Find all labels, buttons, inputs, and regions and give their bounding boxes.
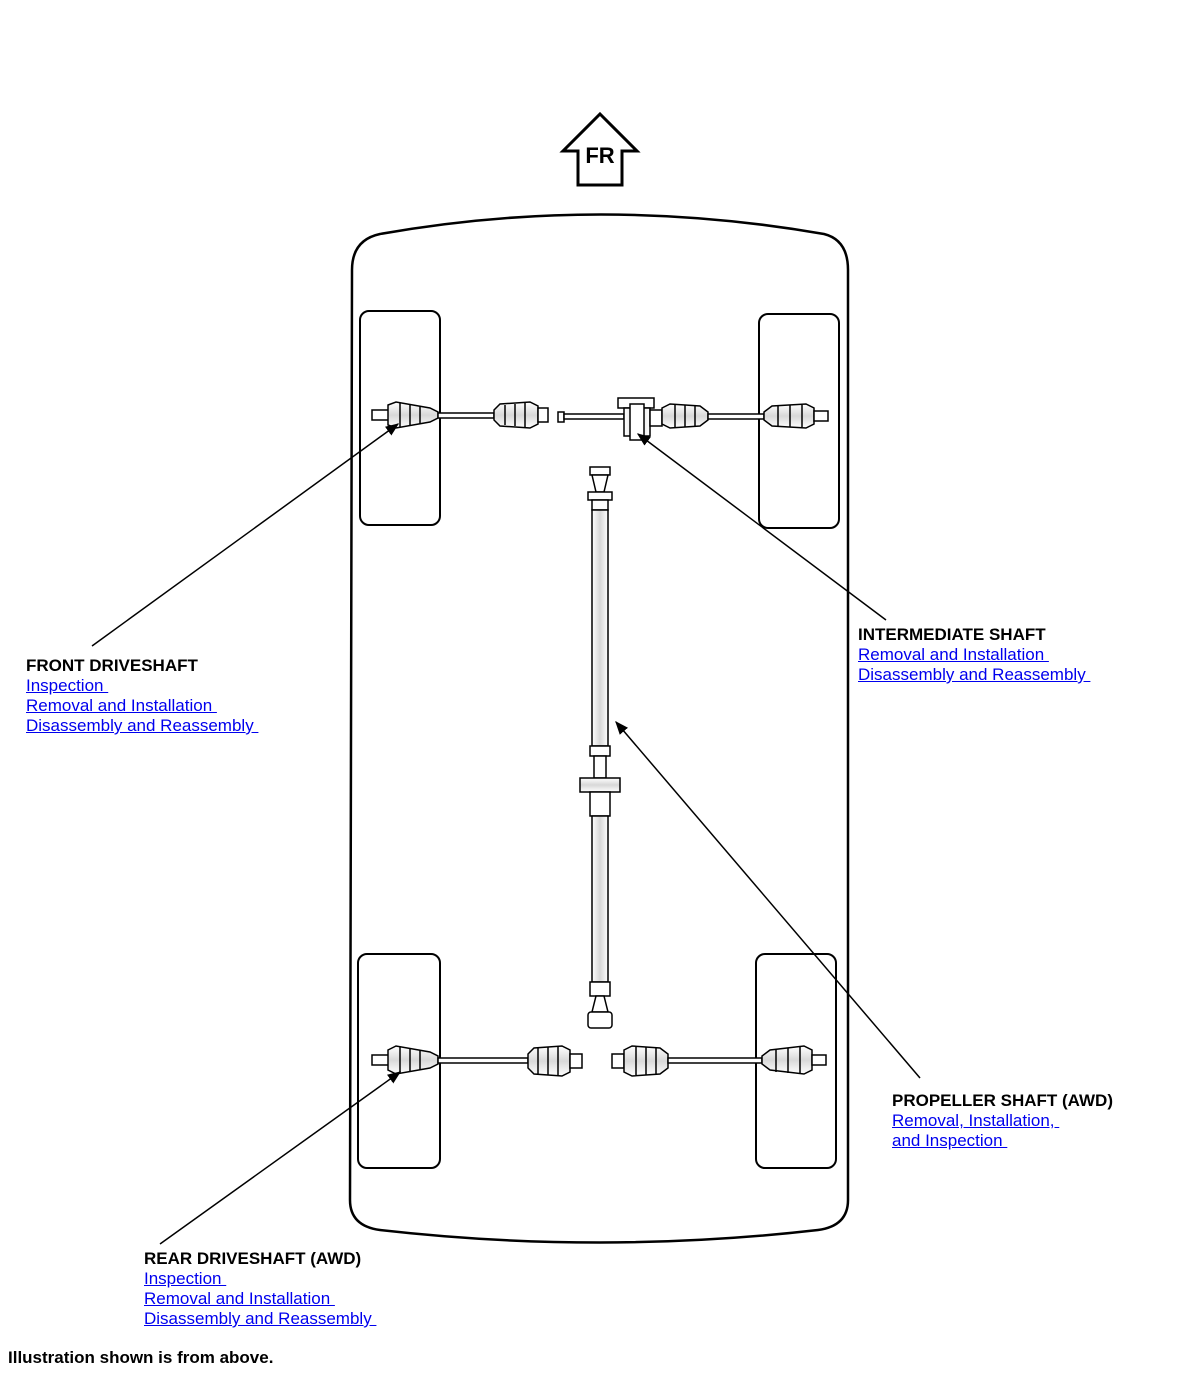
- propeller-shaft-part: [579, 466, 621, 1029]
- front-driveshaft-callout: FRONT DRIVESHAFT Inspection Removal and …: [26, 656, 258, 736]
- front-arrow-icon: FR: [559, 111, 641, 187]
- front-driveshaft-disassembly-reassembly-link[interactable]: Disassembly and Reassembly: [26, 716, 259, 735]
- rear-driveshaft-title: REAR DRIVESHAFT (AWD): [144, 1249, 362, 1268]
- intermediate-shaft-removal-installation-link[interactable]: Removal and Installation: [858, 645, 1049, 664]
- front-driveshaft-removal-installation-link[interactable]: Removal and Installation: [26, 696, 217, 715]
- propeller-shaft-inspection-link[interactable]: and Inspection: [892, 1131, 1008, 1150]
- vehicle-body-outline: [348, 213, 850, 1244]
- intermediate-shaft-title: INTERMEDIATE SHAFT: [858, 625, 1046, 644]
- propeller-shaft-leader: [615, 720, 921, 1079]
- front-direction-label: FR: [585, 143, 614, 168]
- rear-right-driveshaft-part: [611, 1045, 827, 1077]
- propeller-shaft-callout: PROPELLER SHAFT (AWD) Removal, Installat…: [892, 1091, 1113, 1151]
- rear-left-driveshaft-part: [371, 1045, 583, 1077]
- front-driveshaft-title: FRONT DRIVESHAFT: [26, 656, 198, 675]
- rear-driveshaft-inspection-link[interactable]: Inspection: [144, 1269, 227, 1288]
- rear-driveshaft-disassembly-reassembly-link[interactable]: Disassembly and Reassembly: [144, 1309, 377, 1328]
- intermediate-shaft-part: [557, 397, 829, 441]
- front-driveshaft-part: [371, 401, 549, 429]
- intermediate-shaft-leader: [636, 433, 887, 621]
- rear-driveshaft-removal-installation-link[interactable]: Removal and Installation: [144, 1289, 335, 1308]
- intermediate-shaft-disassembly-reassembly-link[interactable]: Disassembly and Reassembly: [858, 665, 1091, 684]
- rear-driveshaft-callout: REAR DRIVESHAFT (AWD) Inspection Removal…: [144, 1249, 376, 1329]
- illustration-footnote: Illustration shown is from above.: [8, 1348, 274, 1367]
- propeller-shaft-title: PROPELLER SHAFT (AWD): [892, 1091, 1113, 1110]
- propeller-shaft-removal-installation-link[interactable]: Removal, Installation,: [892, 1111, 1060, 1130]
- intermediate-shaft-callout: INTERMEDIATE SHAFT Removal and Installat…: [858, 625, 1090, 685]
- front-driveshaft-inspection-link[interactable]: Inspection: [26, 676, 109, 695]
- rear-driveshaft-leader: [159, 1071, 402, 1245]
- front-driveshaft-leader: [91, 423, 400, 647]
